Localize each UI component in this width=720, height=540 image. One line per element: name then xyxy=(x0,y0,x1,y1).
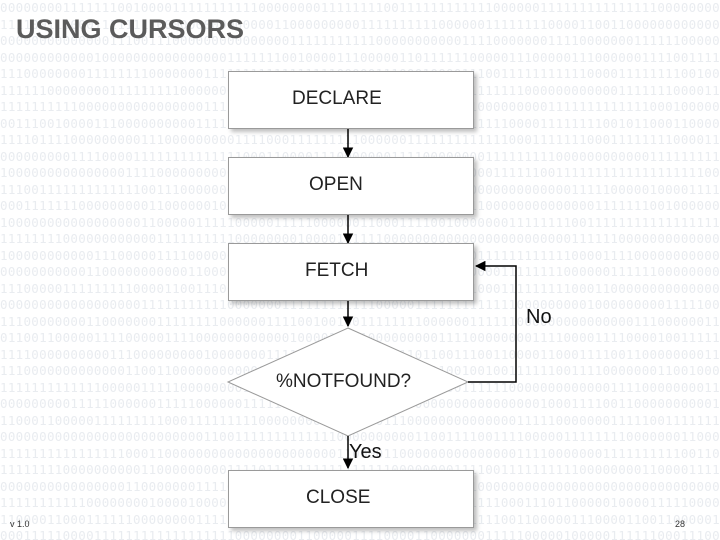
edge-label-yes: Yes xyxy=(349,441,382,463)
open-box xyxy=(228,157,474,215)
declare-box xyxy=(228,71,474,129)
version-label: v 1.0 xyxy=(10,519,30,529)
edge-label-no: No xyxy=(526,306,552,328)
fetch-label: FETCH xyxy=(305,260,369,281)
decision-label: %NOTFOUND? xyxy=(276,371,412,392)
open-label: OPEN xyxy=(309,174,363,195)
slide-title: USING CURSORS xyxy=(16,14,245,44)
close-label: CLOSE xyxy=(306,487,371,508)
arrow-no-loop-to-fetch xyxy=(468,260,517,383)
declare-label: DECLARE xyxy=(292,88,382,109)
page-number: 28 xyxy=(675,519,686,529)
fetch-box xyxy=(228,243,474,301)
close-box xyxy=(228,470,474,528)
